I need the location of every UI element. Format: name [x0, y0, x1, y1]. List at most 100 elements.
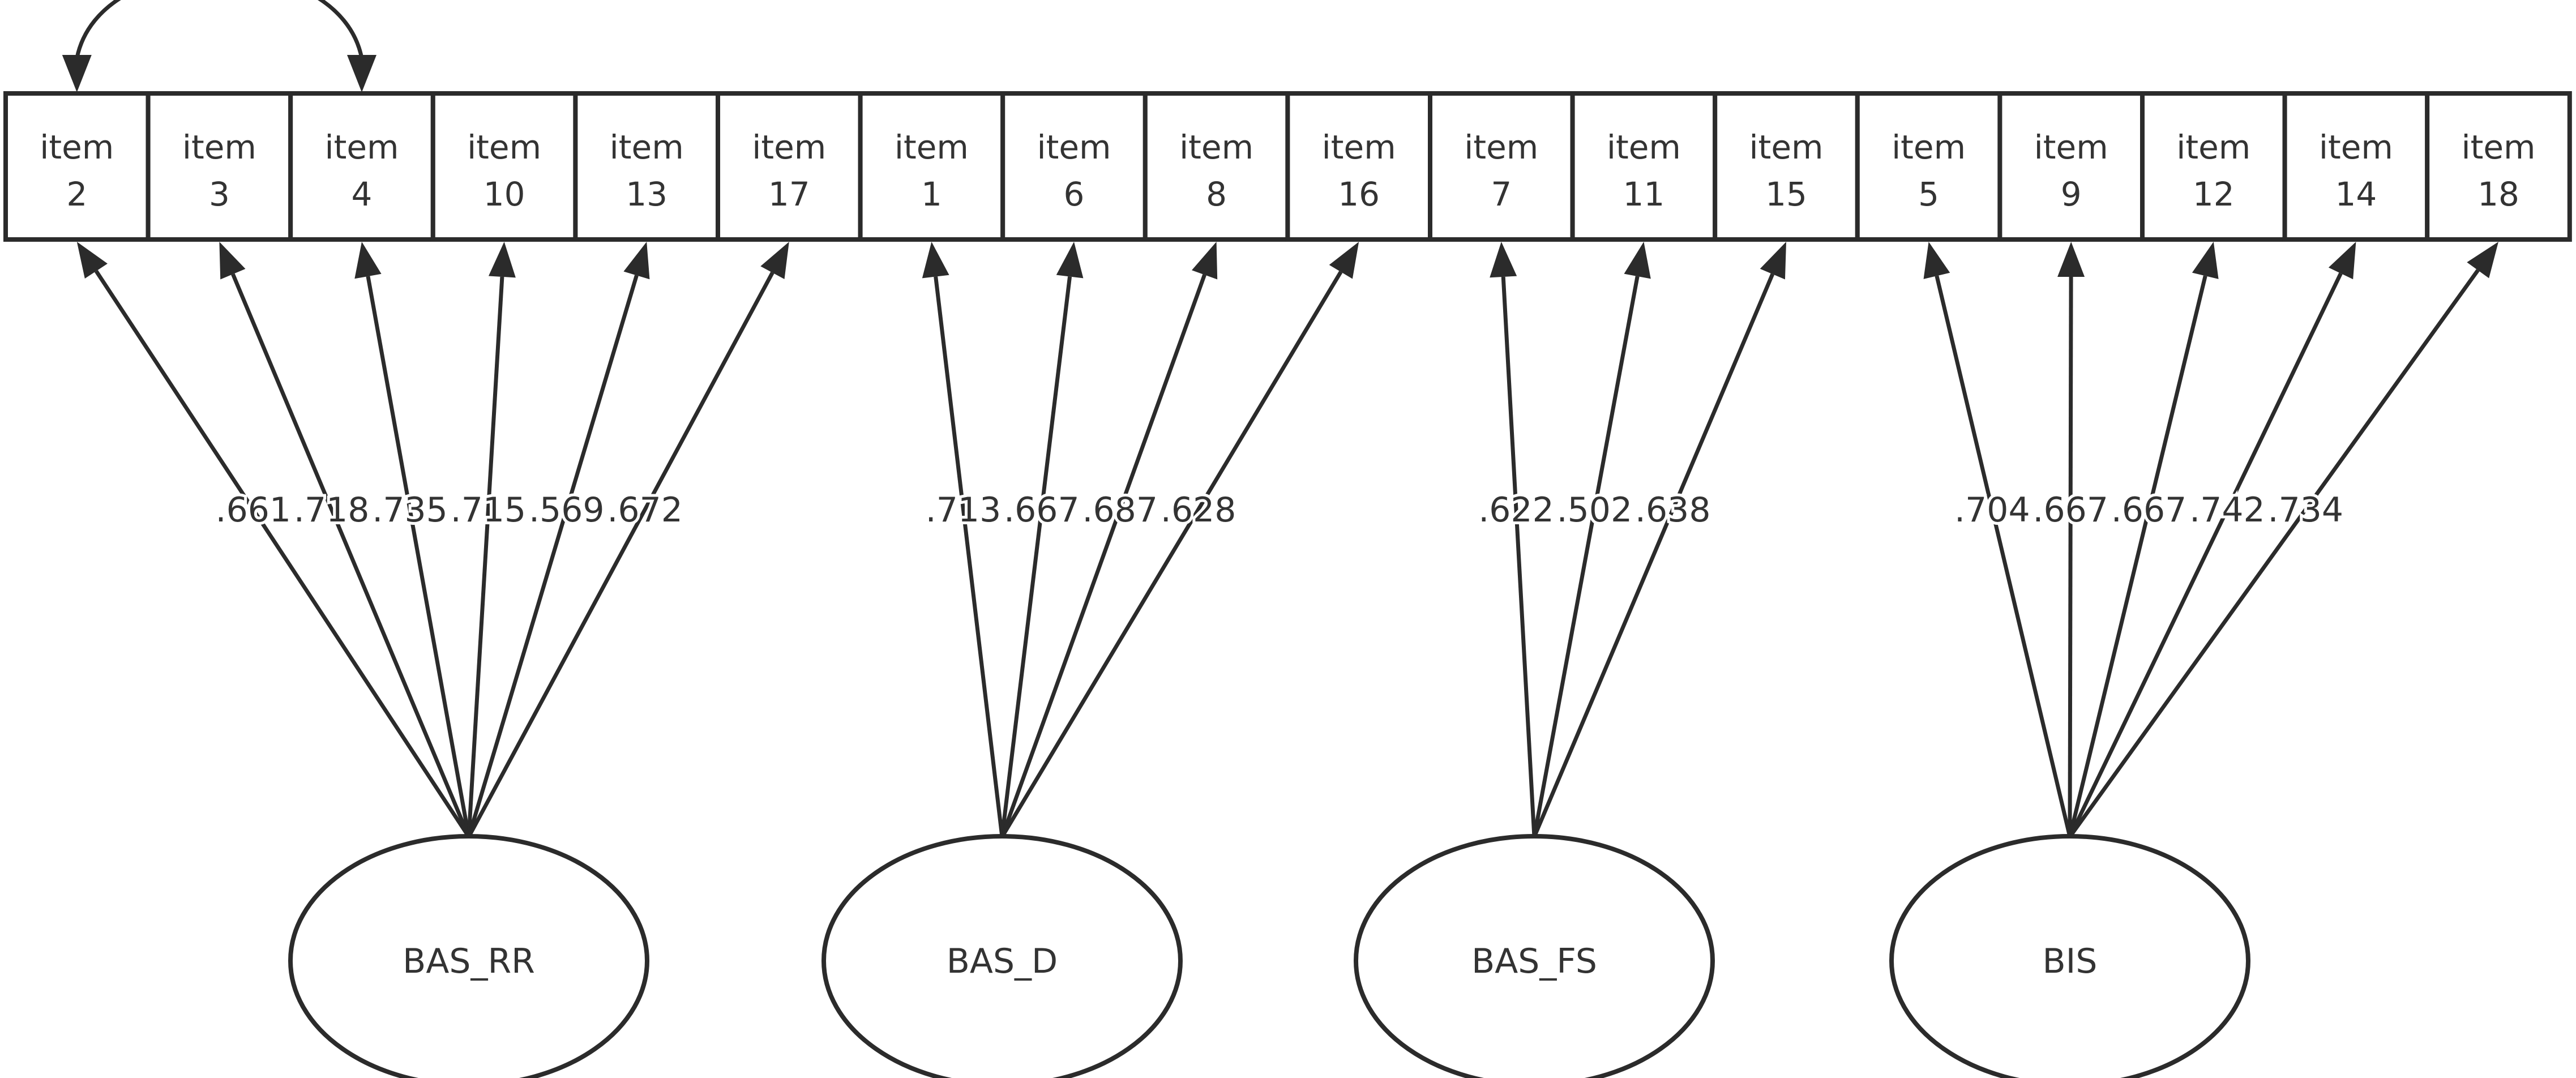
item-label-number: 3	[209, 175, 230, 213]
loading-value: .718	[294, 490, 370, 530]
item-label-word: item	[752, 128, 826, 166]
loading-arrow	[467, 276, 504, 837]
item-box: item 3	[146, 91, 293, 242]
loading-arrow	[1000, 274, 1206, 838]
item-label-number: 11	[1623, 175, 1664, 213]
loading-arrow	[231, 273, 471, 838]
item-label-number: 4	[352, 175, 373, 213]
loading-value: .734	[2268, 490, 2344, 530]
item-label-number: 10	[483, 175, 525, 213]
item-label-number: 18	[2477, 175, 2519, 213]
correlation-layer	[62, 0, 376, 92]
loading-arrowhead	[1192, 242, 1218, 280]
loading-value: .742	[2189, 490, 2265, 530]
item-label-word: item	[1179, 128, 1253, 166]
item-label-word: item	[182, 128, 256, 166]
item-box-border	[1713, 91, 1860, 242]
item-box: item 8	[1142, 91, 1290, 242]
item-label-word: item	[2034, 128, 2108, 166]
item-label-number: 1	[921, 175, 942, 213]
loading-value: .638	[1635, 490, 1711, 530]
item-label-word: item	[1749, 128, 1823, 166]
loading-value: .672	[607, 490, 683, 530]
item-label-number: 14	[2335, 175, 2377, 213]
latent-factor: BAS_FS	[1354, 834, 1715, 1078]
item-label-number: 2	[66, 175, 87, 213]
item-box-border	[2140, 91, 2287, 242]
observed-items-row: item2item3item4item10item13item17item1it…	[3, 91, 2572, 242]
loading-value: .502	[1557, 490, 1633, 530]
latent-ellipse	[1354, 834, 1715, 1078]
item-box-border	[146, 91, 293, 242]
item-label-number: 8	[1206, 175, 1227, 213]
item-box-border	[3, 91, 151, 242]
latent-factor: BAS_RR	[288, 834, 649, 1078]
correlation-arc	[75, 0, 364, 59]
item-label-word: item	[2176, 128, 2250, 166]
item-box: item 15	[1713, 91, 1860, 242]
item-label-number: 6	[1064, 175, 1085, 213]
item-label-number: 15	[1765, 175, 1807, 213]
loading-arrow	[1501, 276, 1537, 837]
latent-label: BIS	[2043, 942, 2098, 981]
loading-arrowhead	[922, 242, 949, 279]
loading-value: .569	[529, 490, 605, 530]
loading-arrow	[94, 270, 470, 838]
item-label-word: item	[1037, 128, 1111, 166]
loading-arrow	[467, 271, 774, 838]
loading-arrowhead	[219, 242, 246, 280]
loading-arrowhead	[76, 242, 108, 279]
item-box-border	[1855, 91, 2002, 242]
latent-label: BAS_FS	[1471, 942, 1597, 981]
item-label-number: 9	[2061, 175, 2082, 213]
item-box: item 18	[2425, 91, 2572, 242]
latent-label: BAS_RR	[403, 942, 535, 981]
loading-arrowhead	[1056, 242, 1084, 279]
loading-arrowhead	[1760, 242, 1786, 280]
path-arrows-layer	[76, 242, 2498, 839]
item-label-word: item	[467, 128, 541, 166]
loading-arrowhead	[488, 242, 516, 278]
correlation-arrowhead	[347, 55, 376, 92]
latent-ellipse	[288, 834, 649, 1078]
item-box: item 14	[2282, 91, 2430, 242]
loading-arrowhead	[1923, 242, 1950, 279]
latent-factor: BAS_D	[821, 834, 1183, 1078]
loading-value: .715	[451, 490, 527, 530]
loading-value: .704	[1954, 490, 2030, 530]
item-box-border	[573, 91, 721, 242]
loading-arrow	[2068, 275, 2207, 837]
loading-value: .735	[372, 490, 448, 530]
loading-arrow	[2068, 272, 2343, 838]
loading-arrowhead	[354, 242, 382, 279]
item-label-number: 16	[1338, 175, 1380, 213]
item-box-border	[430, 91, 578, 242]
item-label-word: item	[2319, 128, 2393, 166]
item-label-word: item	[1464, 128, 1538, 166]
loading-arrowhead	[1490, 242, 1517, 278]
item-label-number: 13	[626, 175, 667, 213]
item-box-border	[1285, 91, 1432, 242]
loading-arrow	[1000, 276, 1072, 837]
latent-ellipse	[821, 834, 1183, 1078]
loading-arrowhead	[2467, 242, 2498, 279]
loading-arrow	[2068, 276, 2073, 837]
item-box-border	[2425, 91, 2572, 242]
latent-factors-layer: BAS_RR BAS_D BAS_FS BIS	[288, 834, 2250, 1078]
loading-labels-layer: .661.718.735.715.569.672.713.667.687.628…	[213, 487, 2347, 533]
loading-arrowhead	[1329, 242, 1359, 279]
item-label-word: item	[1892, 128, 1966, 166]
item-label-word: item	[2461, 128, 2535, 166]
item-box-border	[1428, 91, 1575, 242]
item-box-border	[858, 91, 1005, 242]
item-box: item 10	[430, 91, 578, 242]
loading-value: .687	[1082, 490, 1158, 530]
